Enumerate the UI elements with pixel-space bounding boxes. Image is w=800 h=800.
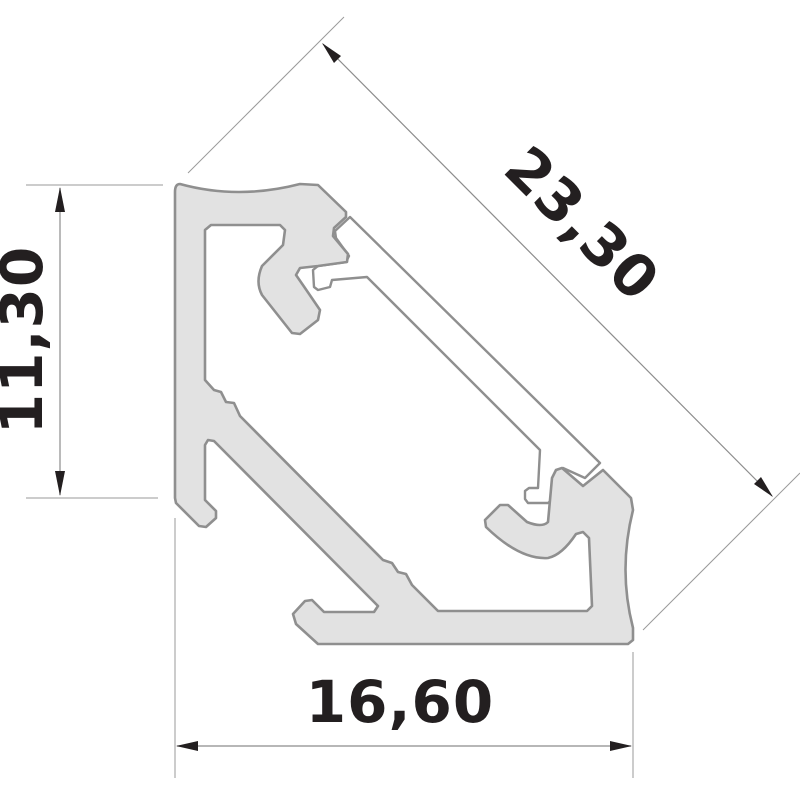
dimension-height: 11,30 (0, 187, 65, 496)
aluminium-profile (173, 182, 635, 646)
dim-line-diagonal (322, 43, 773, 497)
dimension-width: 16,60 (176, 668, 632, 751)
arrow-down-icon (55, 471, 65, 496)
dimension-label-width: 16,60 (306, 668, 494, 736)
arrow-up-icon (55, 187, 65, 212)
arrow-upleft-icon (322, 43, 341, 63)
ext-line-diag-upper (187, 16, 345, 174)
ext-line-diag-lower (642, 472, 800, 631)
arrow-downright-icon (754, 477, 773, 497)
diffuser-cover (311, 215, 602, 505)
extension-lines (26, 16, 800, 778)
arrow-right-icon (610, 741, 632, 751)
dimension-label-diagonal: 23,30 (491, 133, 672, 314)
dimension-label-height: 11,30 (0, 246, 56, 434)
arrow-left-icon (176, 741, 198, 751)
